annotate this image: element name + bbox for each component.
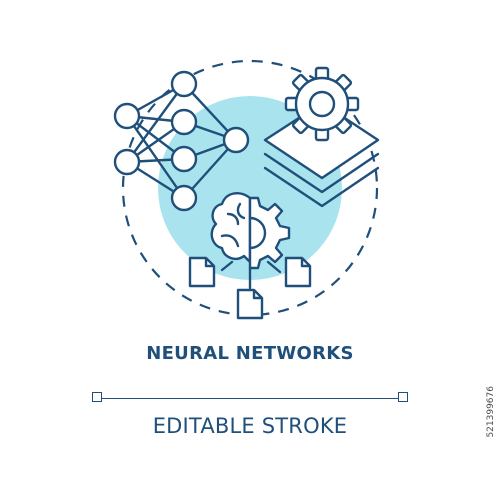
- divider-line: [97, 398, 403, 399]
- left-anchor-handle: [92, 392, 102, 402]
- dashed-ring: [121, 59, 379, 317]
- subtitle: EDITABLE STROKE: [152, 414, 348, 438]
- stock-id-watermark: 521399676: [486, 386, 496, 438]
- gear-layers-icon: [263, 66, 380, 208]
- document-icon: [188, 256, 312, 320]
- brain-gear-icon: [210, 192, 291, 290]
- page-title: NEURAL NETWORKS: [146, 343, 354, 364]
- right-anchor-handle: [398, 392, 408, 402]
- neural-network-icon: [113, 70, 250, 212]
